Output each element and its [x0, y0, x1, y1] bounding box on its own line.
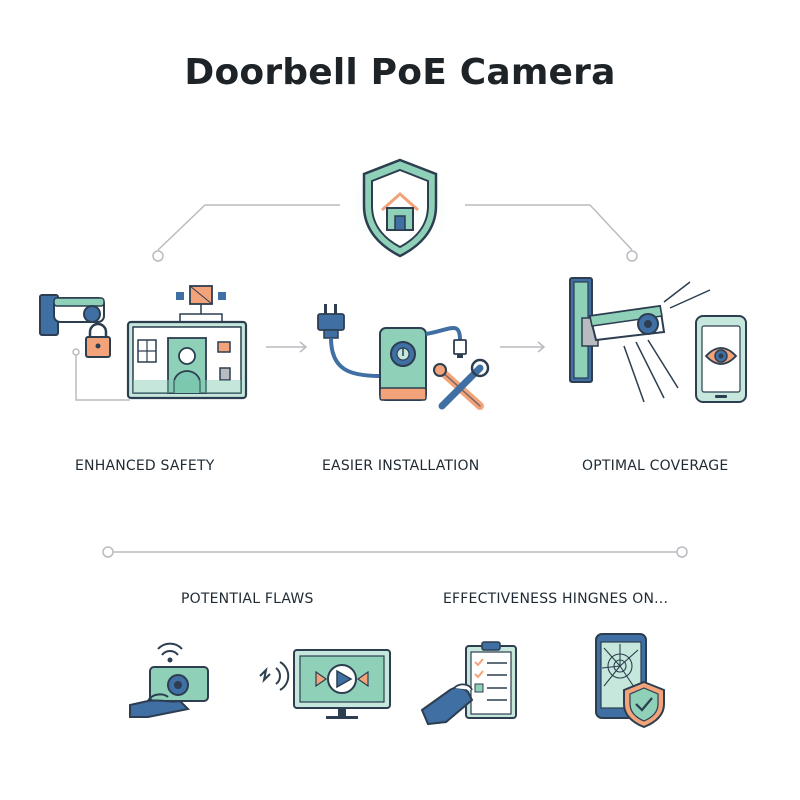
shield-house-icon [340, 146, 460, 266]
potential-flaws-label: POTENTIAL FLAWS [181, 591, 314, 607]
benefit-label-easier-installation: EASIER INSTALLATION [322, 458, 480, 474]
poe-plug-icon [317, 304, 490, 410]
home-security-icon [39, 285, 248, 401]
page-title: Doorbell PoE Camera [184, 52, 616, 93]
benefit-label-optimal-coverage: OPTIMAL COVERAGE [582, 458, 729, 474]
wide-angle-camera-icon [569, 277, 747, 403]
checklist-clipboard-icon [420, 641, 517, 726]
video-monitor-icon [259, 649, 391, 719]
effectiveness-label: EFFECTIVENESS HINGNES ON... [443, 591, 669, 607]
wifi-camera-hand-icon [129, 642, 209, 718]
cracked-phone-shield-icon [595, 633, 665, 729]
arrow-icon [266, 341, 546, 353]
benefit-label-enhanced-safety: ENHANCED SAFETY [75, 458, 215, 474]
